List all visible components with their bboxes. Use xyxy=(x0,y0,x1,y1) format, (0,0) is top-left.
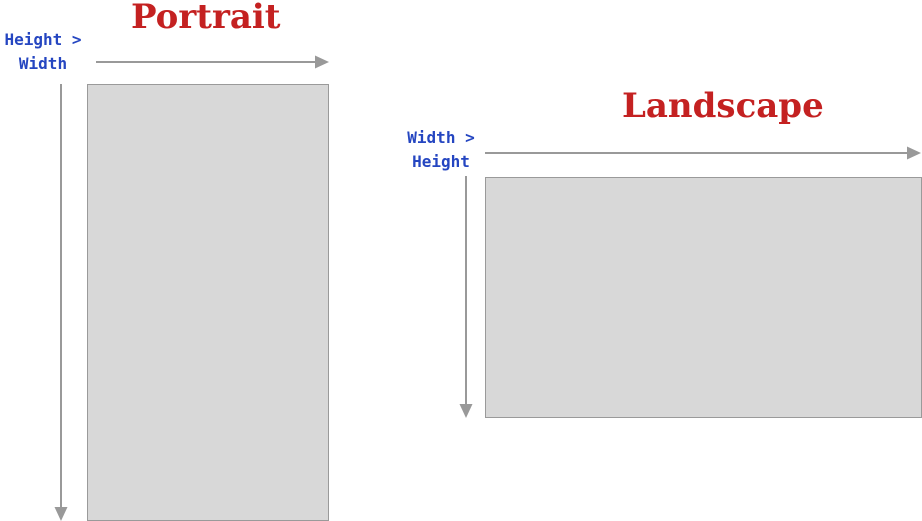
portrait-note-line2: Width xyxy=(18,54,68,73)
portrait-width-arrow xyxy=(96,55,329,69)
landscape-note-line2: Height xyxy=(412,152,470,171)
portrait-title: Portrait xyxy=(131,0,281,37)
landscape-rectangle xyxy=(485,177,922,418)
portrait-note: Height > Width xyxy=(0,28,86,76)
landscape-note-line1: Width > xyxy=(407,128,475,147)
landscape-title: Landscape xyxy=(622,86,824,126)
landscape-height-arrow xyxy=(459,176,473,418)
landscape-width-arrow xyxy=(485,146,921,160)
portrait-height-arrow xyxy=(54,84,68,521)
portrait-note-line1: Height > xyxy=(4,30,82,49)
portrait-rectangle xyxy=(87,84,329,521)
landscape-note: Width > Height xyxy=(398,126,484,174)
